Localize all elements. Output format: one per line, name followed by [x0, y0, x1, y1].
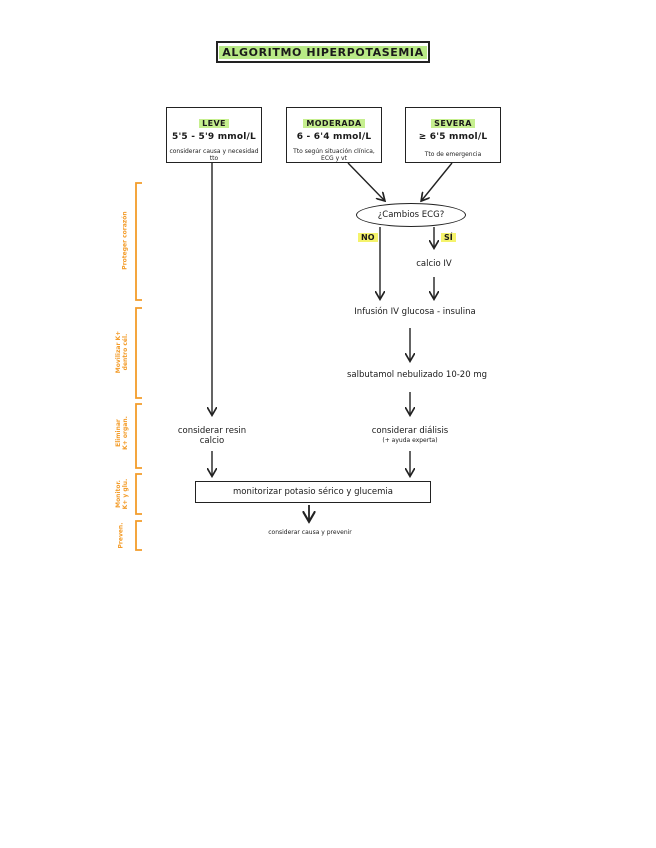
branch-no-label: NO — [358, 233, 378, 242]
bracket-movilizar — [135, 307, 142, 399]
side-label-line: dentro cél. — [122, 333, 129, 371]
severity-range: 5'5 - 5'9 mmol/L — [172, 132, 256, 142]
step-monitor: monitorizar potasio sérico y glucemia — [232, 487, 394, 497]
step-resina-line1: considerar resin — [177, 426, 247, 436]
step-prevent: considerar causa y prevenir — [268, 529, 352, 536]
step-resina: considerar resin calcio — [162, 426, 262, 446]
severity-range: 6 - 6'4 mmol/L — [296, 132, 372, 142]
step-dialisis-line1: considerar diálisis — [371, 426, 449, 436]
title-box: ALGORITMO HIPERPOTASEMIA — [216, 41, 430, 63]
step-infusion: Infusión IV glucosa - insulina — [354, 307, 476, 317]
step-dialisis-line2: (+ ayuda experta) — [382, 437, 438, 444]
side-label-proteger: Proteger corazón — [122, 186, 129, 296]
step-dialisis: considerar diálisis (+ ayuda experta) — [360, 426, 460, 446]
bracket-proteger — [135, 182, 142, 301]
severity-box-leve: LEVE 5'5 - 5'9 mmol/L considerar causa y… — [166, 107, 262, 163]
step-calcio: calcio IV — [416, 259, 452, 269]
ecg-question: ¿Cambios ECG? — [377, 210, 445, 220]
bracket-monitor — [135, 473, 142, 515]
severity-range: ≥ 6'5 mmol/L — [418, 132, 488, 142]
arrow-moderada-to-ecg — [347, 162, 384, 200]
severity-name: SEVERA — [431, 119, 475, 128]
side-label-line: Movilizar K+ — [115, 330, 122, 374]
severity-name: LEVE — [199, 119, 229, 128]
side-label-eliminar: Eliminar K+ organ. — [115, 403, 129, 463]
page-title: ALGORITMO HIPERPOTASEMIA — [219, 45, 427, 59]
side-label-prevenir: Preven. — [118, 516, 125, 556]
bracket-prevenir — [135, 520, 142, 551]
side-label-line: Monitor. — [115, 480, 122, 508]
side-label-line: Preven. — [117, 522, 125, 549]
side-label-line: Eliminar — [115, 419, 122, 447]
step-salbutamol: salbutamol nebulizado 10-20 mg — [346, 370, 488, 380]
severity-note: Tto según situación clínica, ECG y vt — [293, 148, 375, 162]
side-label-monitor: Monitor. K+ y glu. — [115, 469, 129, 519]
severity-name: MODERADA — [303, 119, 365, 128]
monitor-box: monitorizar potasio sérico y glucemia — [195, 481, 431, 503]
bracket-eliminar — [135, 403, 142, 469]
severity-note: considerar causa y necesidad tto — [169, 148, 259, 162]
step-resina-line2: calcio — [199, 436, 225, 446]
side-label-line: K+ organ. — [122, 416, 129, 450]
side-label-movilizar: Movilizar K+ dentro cél. — [115, 312, 129, 392]
ecg-decision: ¿Cambios ECG? — [356, 203, 466, 227]
severity-box-severa: SEVERA ≥ 6'5 mmol/L Tto de emergencia — [405, 107, 501, 163]
arrow-severa-to-ecg — [422, 162, 453, 200]
side-label-line: Proteger corazón — [121, 211, 129, 270]
severity-note: Tto de emergencia — [424, 151, 482, 158]
side-label-line: K+ y glu. — [122, 478, 129, 510]
branch-yes-label: SÍ — [441, 233, 456, 242]
severity-box-moderada: MODERADA 6 - 6'4 mmol/L Tto según situac… — [286, 107, 382, 163]
